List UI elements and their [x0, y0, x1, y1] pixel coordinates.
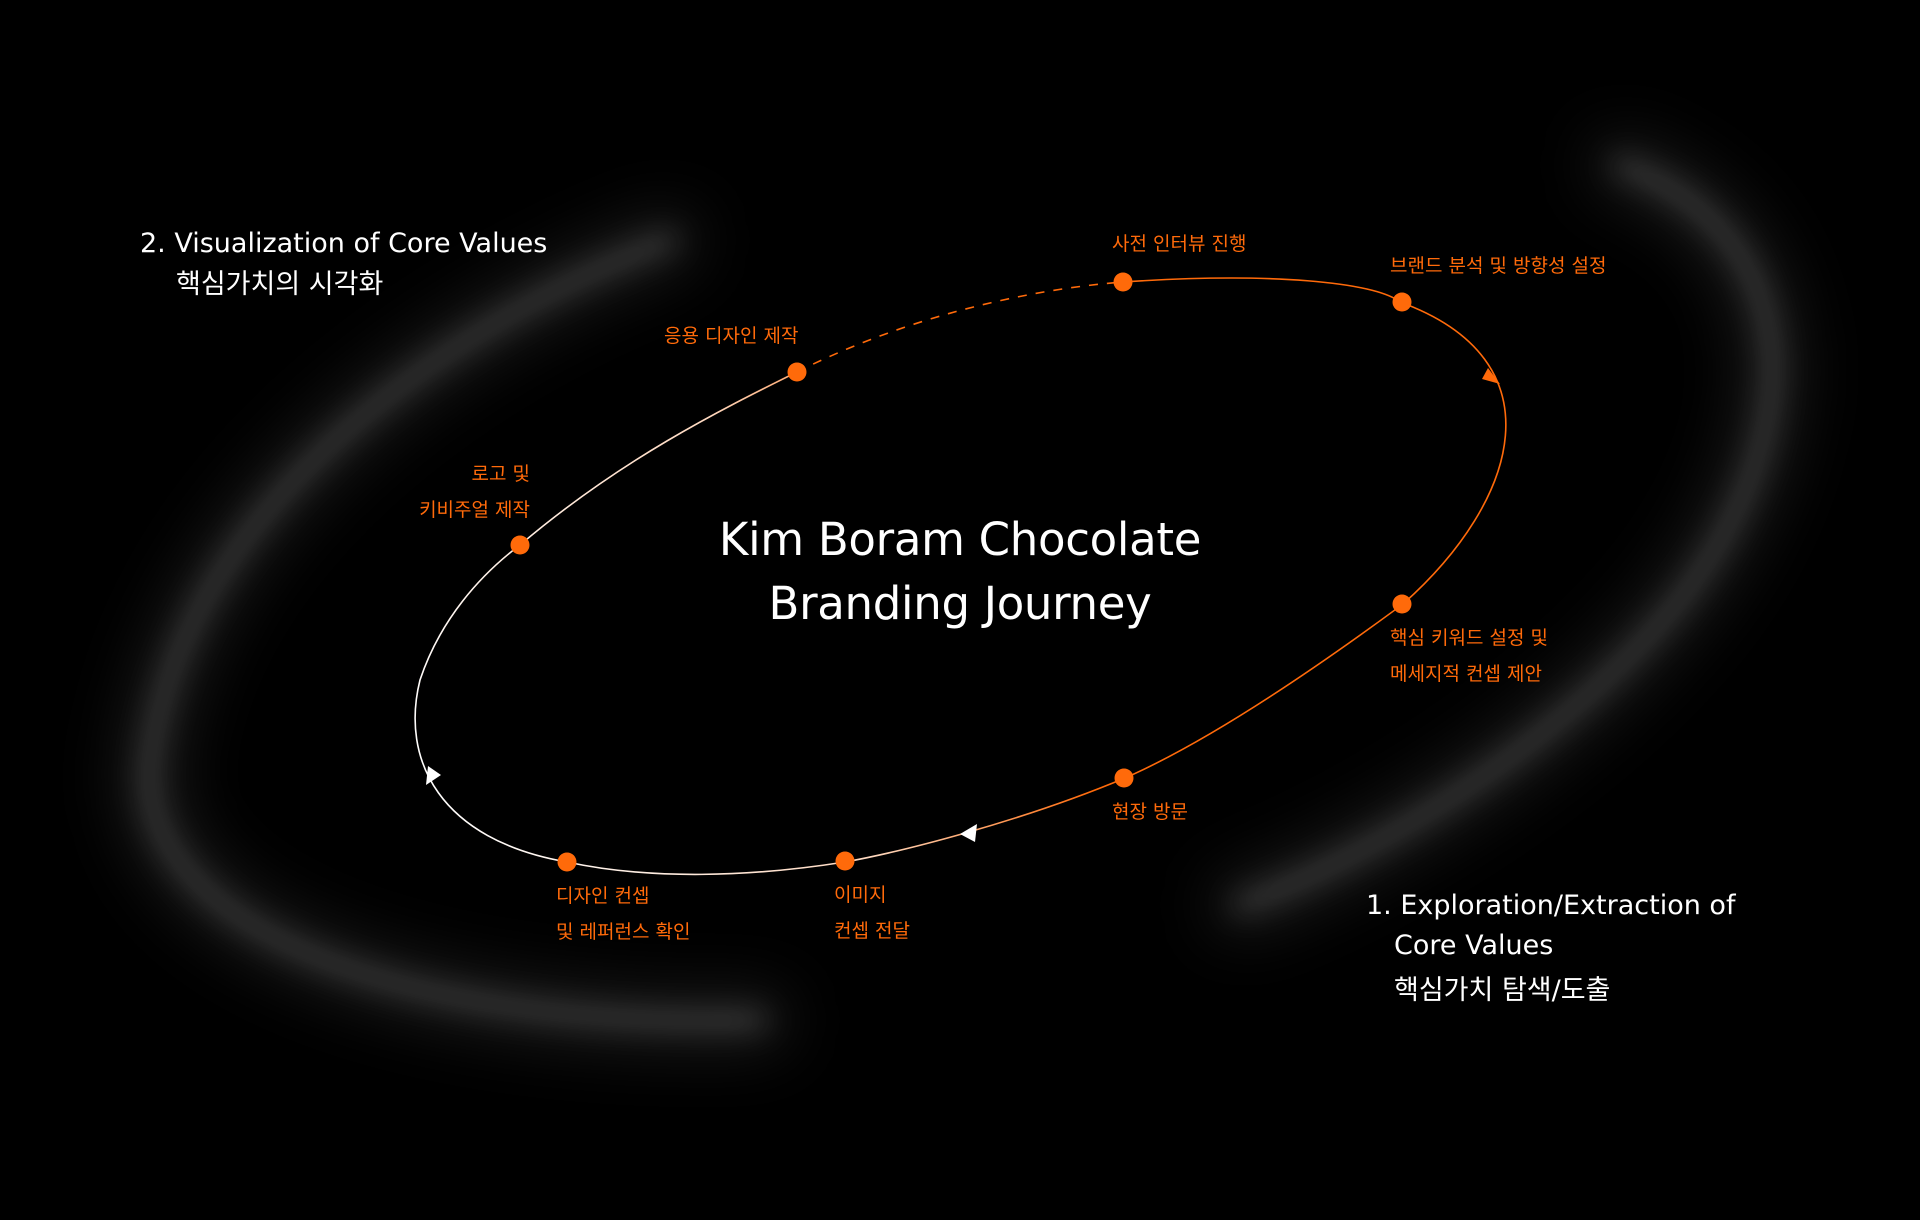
step-interview-label: 사전 인터뷰 진행	[1112, 233, 1247, 255]
node-brand-analysis	[1392, 292, 1412, 312]
phase-1-title-line2: Core Values	[1394, 930, 1554, 961]
step-site-visit: 현장 방문	[1112, 794, 1188, 830]
step-design-concept-line1: 디자인 컨셉	[556, 885, 650, 907]
node-image-concept	[835, 851, 855, 871]
direction-arrow-bottom-icon	[960, 824, 977, 842]
step-brand-analysis-label: 브랜드 분석 및 방향성 설정	[1390, 255, 1607, 277]
step-interview: 사전 인터뷰 진행	[1112, 226, 1246, 262]
step-keyword: 핵심 키워드 설정 및 메세지적 컨셉 제안	[1390, 620, 1548, 692]
direction-arrow-right-icon	[1482, 368, 1500, 384]
node-logo	[510, 535, 530, 555]
glow-ribbon-left	[118, 210, 790, 1051]
step-application-label: 응용 디자인 제작	[664, 325, 799, 347]
node-application	[787, 362, 807, 382]
phase-1-label: 1. Exploration/Extraction of Core Values…	[1366, 886, 1735, 1016]
node-interview	[1113, 272, 1133, 292]
step-keyword-line1: 핵심 키워드 설정 및	[1390, 627, 1548, 649]
phase-2-subtitle: 핵심가치의 시각화	[176, 269, 384, 300]
journey-path	[414, 277, 1507, 876]
step-logo: 로고 및 키비주얼 제작	[330, 456, 530, 528]
node-design-concept	[557, 852, 577, 872]
phase-1-subtitle: 핵심가치 탐색/도출	[1394, 975, 1611, 1006]
step-application: 응용 디자인 제작	[664, 318, 798, 354]
journey-nodes	[510, 272, 1412, 872]
node-keyword	[1392, 594, 1412, 614]
node-site-visit	[1114, 768, 1134, 788]
phase-2-title: 2. Visualization of Core Values	[140, 228, 548, 259]
step-keyword-line2: 메세지적 컨셉 제안	[1390, 663, 1542, 685]
step-image-concept-line1: 이미지	[834, 884, 887, 906]
step-logo-line1: 로고 및	[471, 463, 530, 485]
step-logo-line2: 키비주얼 제작	[419, 499, 530, 521]
journey-title: Kim Boram Chocolate Branding Journey	[560, 508, 1360, 636]
journey-title-line1: Kim Boram Chocolate	[718, 513, 1202, 566]
direction-arrow-left-icon	[426, 766, 441, 785]
step-design-concept: 디자인 컨셉 및 레퍼런스 확인	[556, 878, 690, 950]
step-design-concept-line2: 및 레퍼런스 확인	[556, 921, 691, 943]
step-image-concept: 이미지 컨셉 전달	[834, 877, 910, 949]
step-brand-analysis: 브랜드 분석 및 방향성 설정	[1390, 248, 1606, 284]
step-site-visit-label: 현장 방문	[1112, 801, 1188, 823]
phase-1-title-line1: 1. Exploration/Extraction of	[1366, 890, 1736, 921]
phase-2-label: 2. Visualization of Core Values 핵심가치의 시각…	[140, 224, 547, 306]
glow-ribbon-right	[1210, 135, 1802, 935]
step-image-concept-line2: 컨셉 전달	[834, 920, 910, 942]
journey-title-line2: Branding Journey	[768, 577, 1152, 630]
